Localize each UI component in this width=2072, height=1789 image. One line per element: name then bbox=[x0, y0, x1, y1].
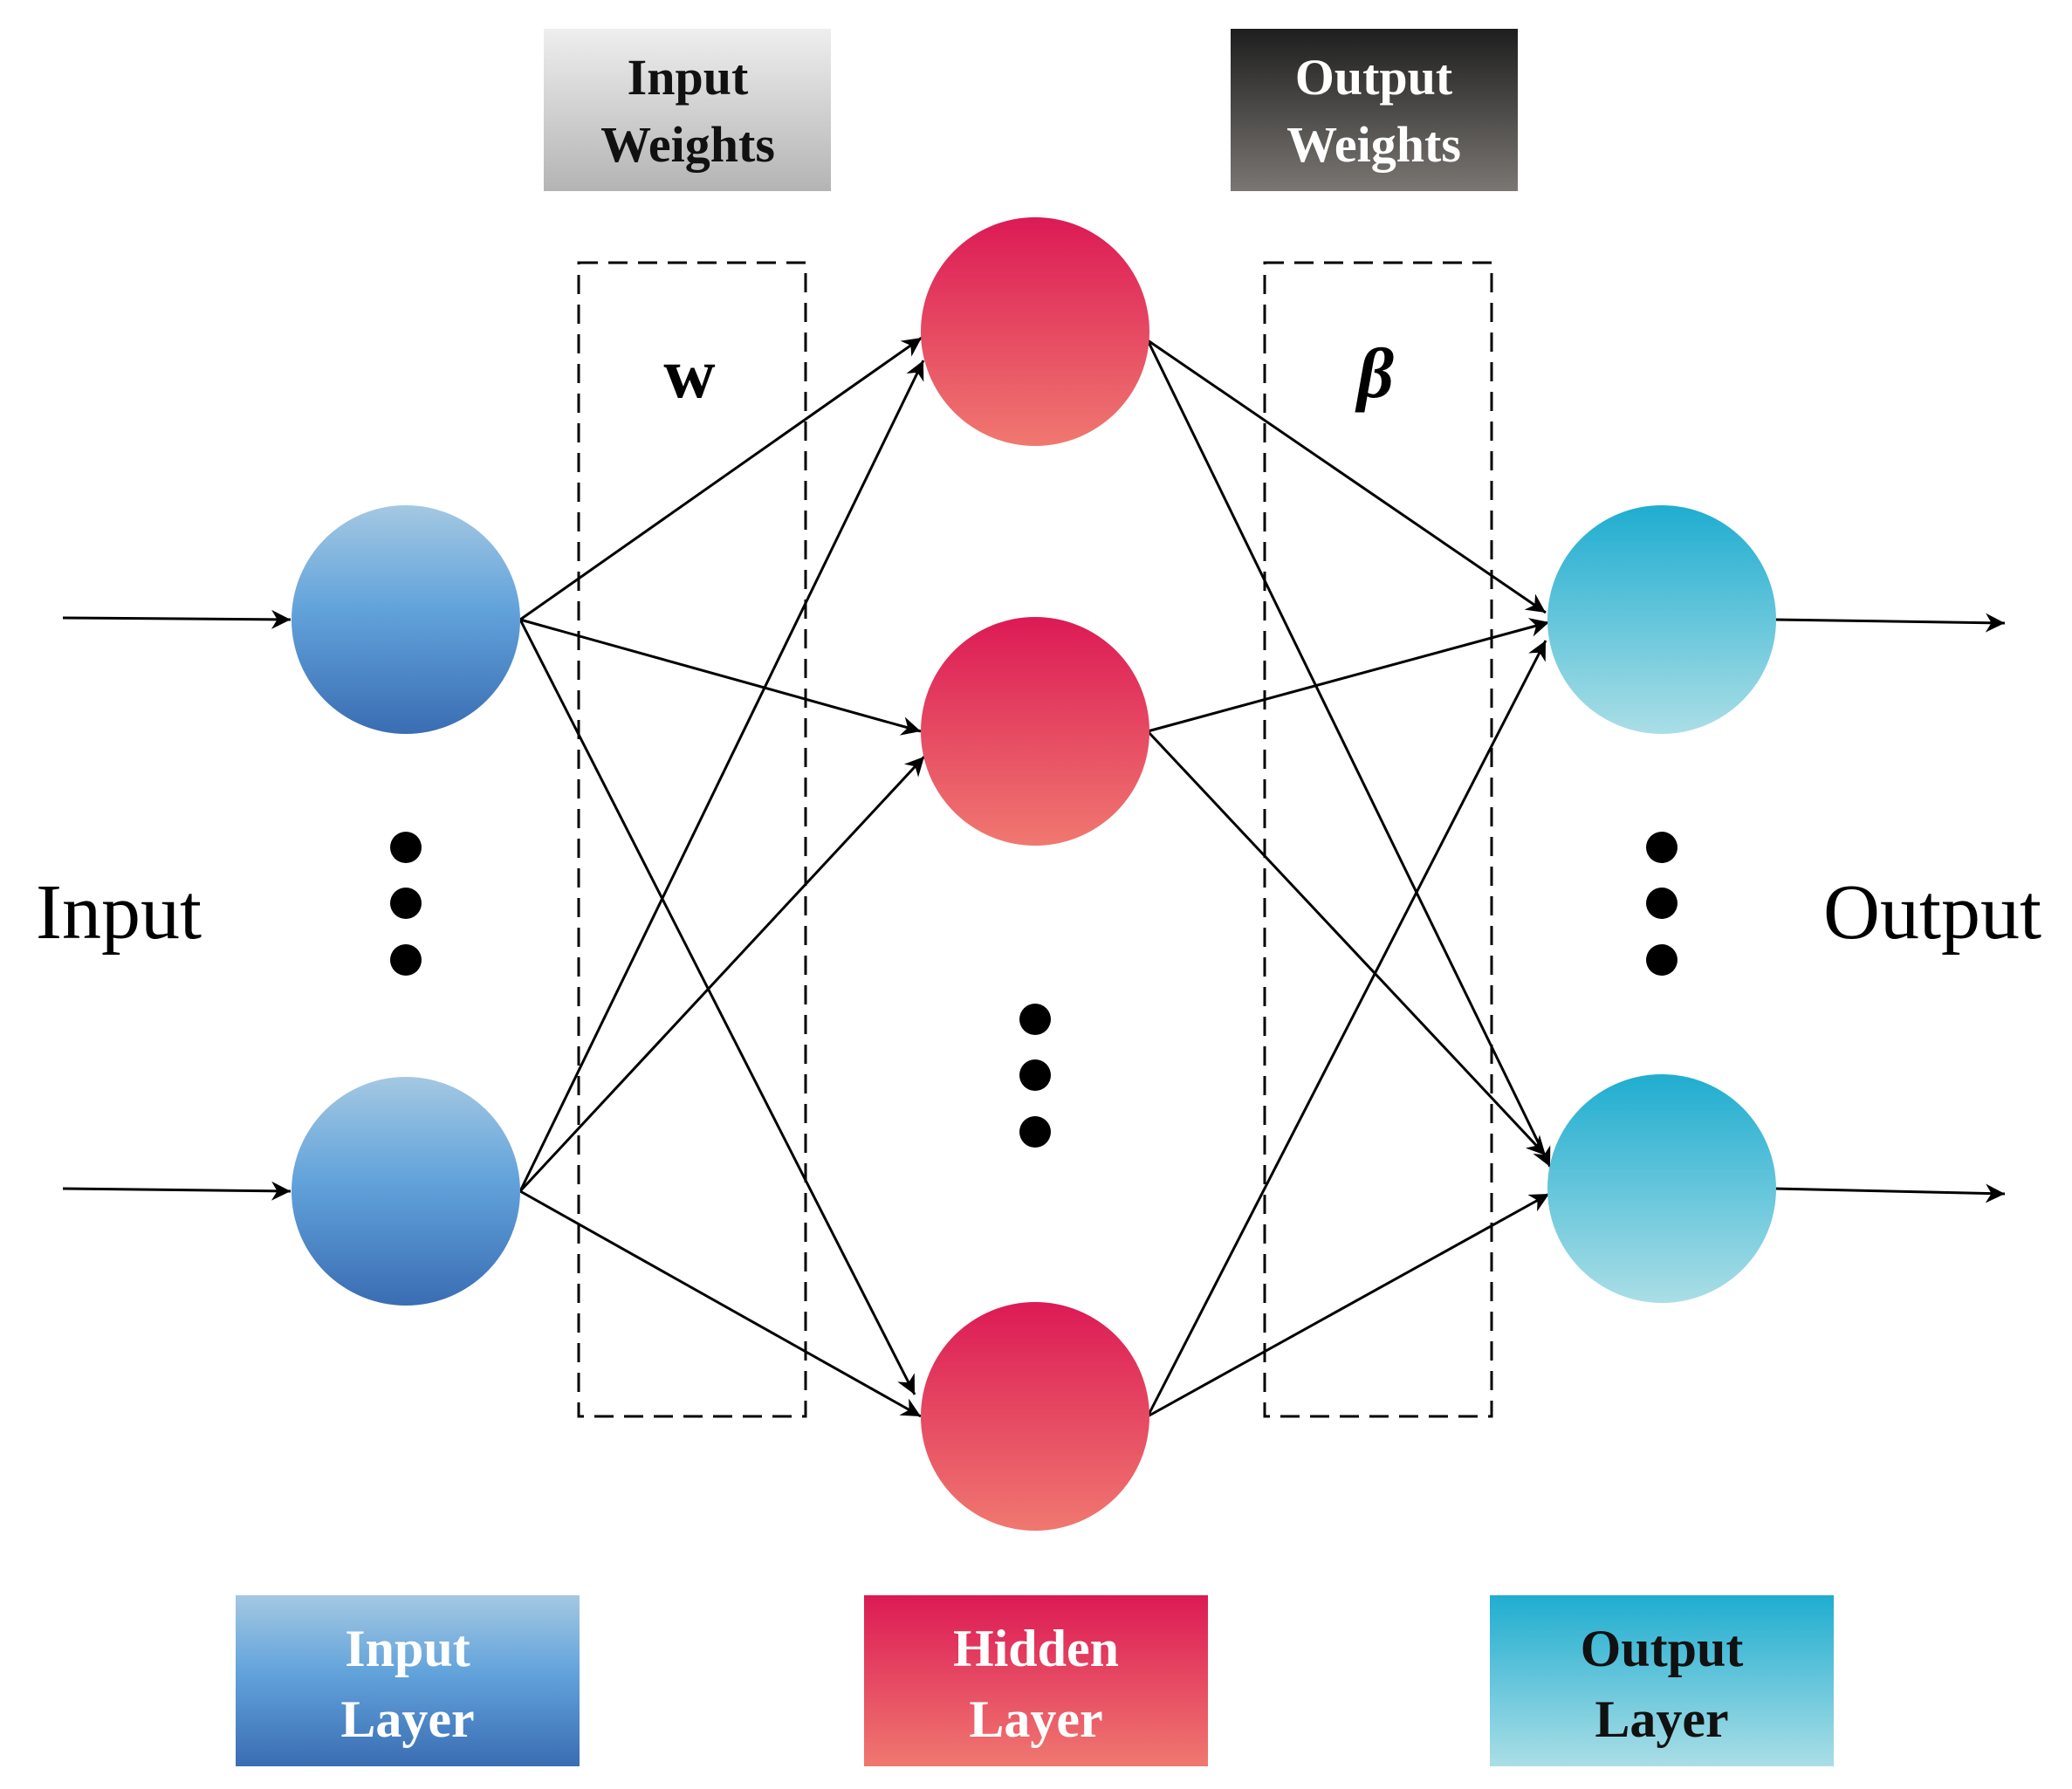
input-arrow-2 bbox=[62, 1181, 292, 1201]
legend-input-layer-line2: Layer bbox=[340, 1690, 474, 1748]
output-layer-ellipsis bbox=[1646, 832, 1677, 976]
hidden-layer-ellipsis bbox=[1019, 1004, 1051, 1148]
output-weights-label-line2: Weights bbox=[1286, 116, 1461, 173]
output-node bbox=[1547, 505, 1776, 734]
output-node bbox=[1547, 1074, 1776, 1303]
connections bbox=[62, 336, 2006, 1418]
hidden-layer-nodes bbox=[921, 217, 1149, 1531]
beta-edge bbox=[1147, 339, 1547, 614]
legend-output-layer-line1: Output bbox=[1581, 1620, 1744, 1677]
output-arrow-2 bbox=[1774, 1183, 2006, 1203]
input-node bbox=[292, 505, 520, 734]
output-layer-nodes bbox=[1547, 505, 1776, 1303]
input-arrow-1 bbox=[62, 609, 292, 629]
input-weights-label-line1: Input bbox=[628, 49, 749, 106]
beta-edge bbox=[1147, 618, 1550, 733]
w-edge bbox=[519, 336, 923, 621]
output-weights-label-line1: Output bbox=[1295, 49, 1453, 106]
output-weights-region bbox=[1263, 261, 1493, 1418]
input-node bbox=[292, 1077, 520, 1306]
w-edge bbox=[519, 1189, 922, 1418]
hidden-node bbox=[921, 617, 1149, 846]
input-weights-region bbox=[577, 261, 807, 1418]
beta-edge bbox=[1146, 730, 1547, 1157]
input-layer-ellipsis bbox=[390, 832, 422, 976]
output-arrow-1 bbox=[1774, 613, 2006, 633]
input-side-label: Input bbox=[36, 869, 202, 956]
output-side-label: Output bbox=[1823, 869, 2041, 956]
input-weights-label-line2: Weights bbox=[600, 116, 775, 173]
legend-input-layer-line1: Input bbox=[345, 1620, 470, 1677]
w-edge bbox=[518, 755, 926, 1193]
input-weights-box: Input Weights bbox=[544, 29, 831, 191]
input-layer-nodes bbox=[292, 505, 520, 1306]
input-weights-symbol: w bbox=[663, 333, 715, 413]
output-weights-symbol: β bbox=[1355, 333, 1394, 413]
hidden-node bbox=[921, 217, 1149, 446]
hidden-node bbox=[921, 1302, 1149, 1531]
legend-hidden-layer: Hidden Layer bbox=[864, 1595, 1208, 1766]
legend-hidden-layer-line1: Hidden bbox=[953, 1620, 1119, 1677]
legend-output-layer: Output Layer bbox=[1490, 1595, 1834, 1766]
output-weights-box: Output Weights bbox=[1231, 29, 1518, 191]
beta-edge bbox=[1146, 339, 1552, 1168]
beta-edge bbox=[1147, 1192, 1550, 1418]
legend-hidden-layer-line2: Layer bbox=[969, 1690, 1102, 1748]
w-edge bbox=[518, 619, 916, 1395]
w-edge bbox=[518, 360, 925, 1192]
legend-output-layer-line2: Layer bbox=[1595, 1690, 1728, 1748]
beta-edge bbox=[1146, 640, 1547, 1417]
legend-input-layer: Input Layer bbox=[236, 1595, 580, 1766]
w-edge bbox=[519, 618, 922, 736]
